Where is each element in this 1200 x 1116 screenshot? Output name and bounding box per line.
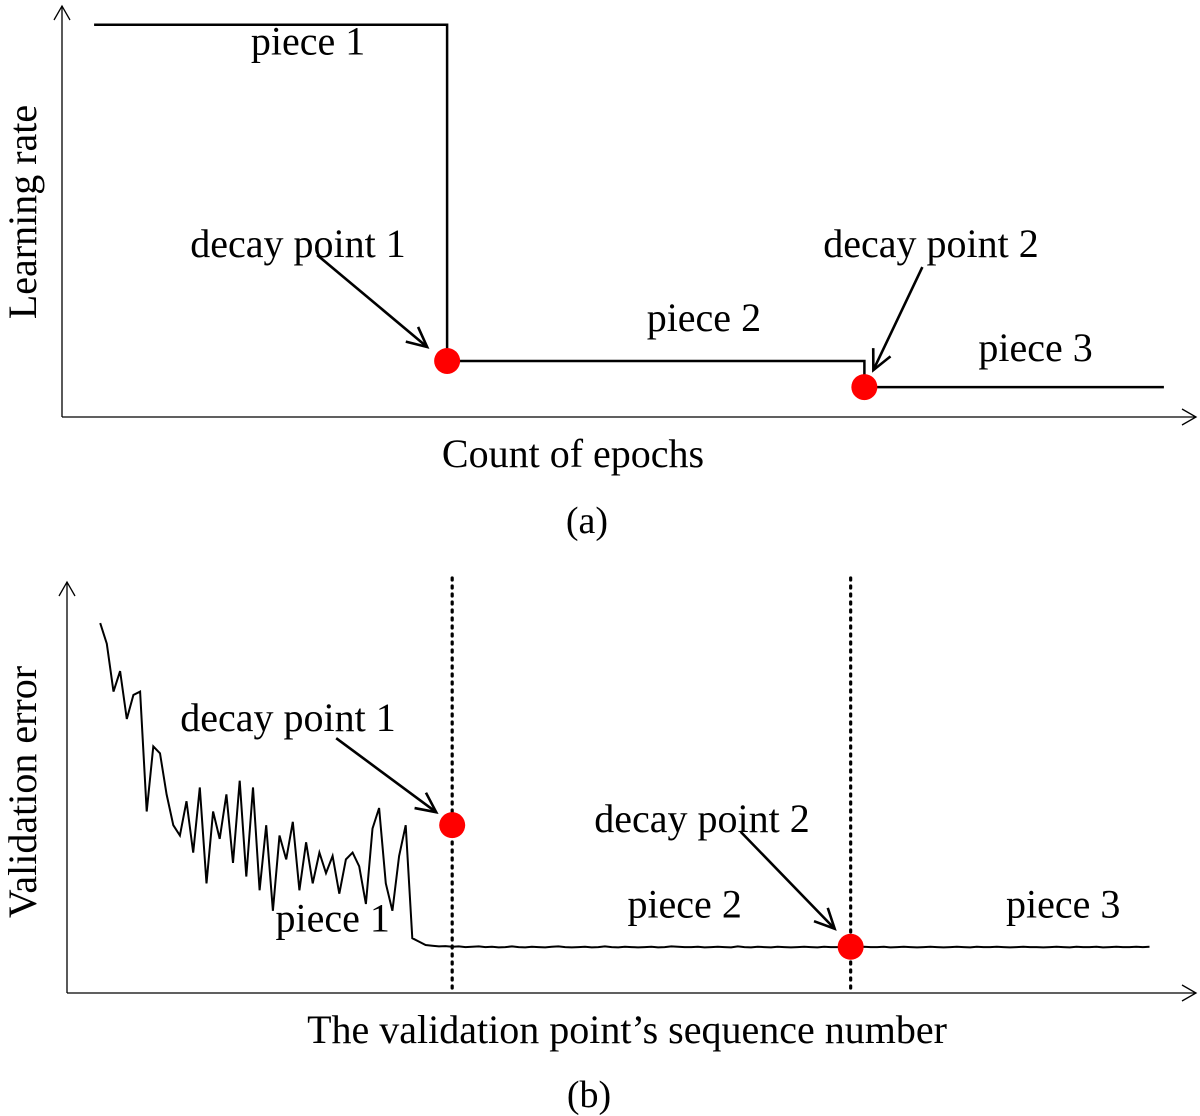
panel-a-piece-label-3: piece 3 [978,325,1092,370]
panel-b-ylabel: Validation error [0,666,45,918]
panel-b-axes [58,580,1198,1002]
panel-a-piece-labels: piece 1 piece 2 piece 3 [251,19,1093,370]
panel-a-x-axis-arrow [1181,408,1198,426]
panel-a-ylabel: Learning rate [0,105,45,319]
panel-a-y-axis-arrow [53,4,71,21]
panel-a-arrow-1-shaft [316,253,428,348]
panel-a-arrow-1-head [405,326,430,349]
panel-a-learning-rate-chart: piece 1 piece 2 piece 3 decay point 1 deca… [0,4,1198,542]
panel-b-decay-point-1 [439,812,466,839]
panel-b-callout-arrows [335,737,837,931]
panel-a-arrow-2-shaft [872,266,924,371]
panel-a-decay-point-2 [851,374,878,401]
panel-b-piece-label-2: piece 2 [627,882,741,927]
panel-b-validation-error-line [99,622,1150,949]
panel-b-x-axis-arrow [1181,984,1198,1002]
panel-a-callout-arrows [316,253,924,373]
panel-a-arrow-2 [871,266,924,373]
panel-b-piece-labels: piece 1 piece 2 piece 3 [275,882,1120,941]
panel-b-decay-point-2 [837,933,864,960]
panel-a-arrow-1 [316,253,430,349]
panel-b-panel-label: (b) [567,1074,611,1116]
panel-a-piece-label-1: piece 1 [251,19,365,64]
panel-b-decay-label-1: decay point 1 [180,695,396,740]
panel-b-arrow-1 [335,737,439,814]
panel-b-arrow-2-shaft [739,830,836,930]
panel-a-decay-label-2: decay point 2 [823,221,1039,266]
panel-a-panel-label: (a) [566,500,608,542]
panel-b-piece-label-1: piece 1 [275,895,389,940]
panel-b-y-axis-arrow [58,580,76,597]
panel-b-decay-label-2: decay point 2 [594,796,810,841]
panel-a-xlabel: Count of epochs [442,431,704,476]
panel-a-arrow-2-head [871,348,892,373]
panel-b-decay-points [439,812,864,960]
panel-b-arrow-2 [739,830,837,931]
panel-a-decay-point-1 [434,347,461,374]
panel-b-validation-error-chart: piece 1 piece 2 piece 3 decay point 1 deca… [0,576,1198,1116]
panel-a-decay-label-1: decay point 1 [190,221,406,266]
panel-a-decay-points [434,347,878,401]
panel-a-piece-label-2: piece 2 [647,295,761,340]
panel-b-arrow-2-head [813,907,837,931]
panel-b-arrow-1-head [414,792,439,814]
panel-b-arrow-1-shaft [335,737,437,814]
panel-a-axes [53,4,1198,426]
panel-b-decay-dotted-lines [450,576,853,992]
panel-b-xlabel: The validation point’s sequence number [307,1007,947,1052]
panel-b-piece-label-3: piece 3 [1006,882,1120,927]
panel-a-learning-rate-line [94,23,1164,389]
